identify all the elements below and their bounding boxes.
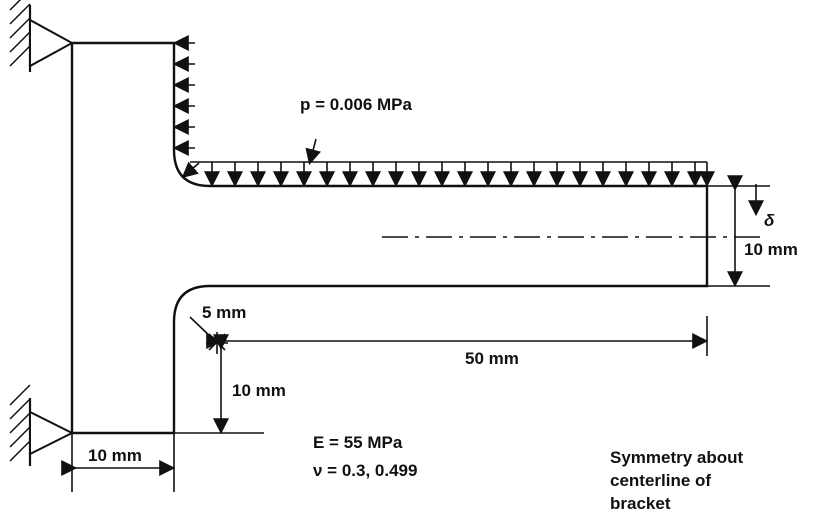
symmetry-note-line-3: bracket bbox=[610, 494, 671, 513]
fillet-radius-dimension bbox=[189, 316, 228, 354]
symmetry-note-line-2: centerline of bbox=[610, 471, 711, 490]
delta-label: δ bbox=[764, 211, 775, 230]
pressure-load-horizontal bbox=[190, 161, 715, 188]
arm-length-dimension bbox=[206, 316, 709, 356]
pressure-load-vertical bbox=[172, 35, 200, 179]
pressure-leader bbox=[305, 138, 321, 166]
modulus-label: E = 55 MPa bbox=[313, 433, 403, 452]
lower-height-dimension bbox=[174, 334, 264, 435]
arm-thickness-label: 10 mm bbox=[744, 240, 798, 259]
bottom-fixed-support bbox=[9, 384, 75, 466]
lower-height-label: 10 mm bbox=[232, 381, 286, 400]
arm-length-label: 50 mm bbox=[465, 349, 519, 368]
symmetry-note-line-1: Symmetry about bbox=[610, 448, 744, 467]
arm-thickness-dimension bbox=[707, 175, 770, 288]
fillet-radius-label: 5 mm bbox=[202, 303, 246, 322]
pressure-label: p = 0.006 MPa bbox=[300, 95, 413, 114]
base-width-label: 10 mm bbox=[88, 446, 142, 465]
poisson-label: ν = 0.3, 0.499 bbox=[313, 461, 417, 480]
top-fixed-support bbox=[9, 0, 75, 72]
bracket-outline bbox=[72, 41, 709, 435]
base-width-dimension bbox=[61, 433, 176, 492]
